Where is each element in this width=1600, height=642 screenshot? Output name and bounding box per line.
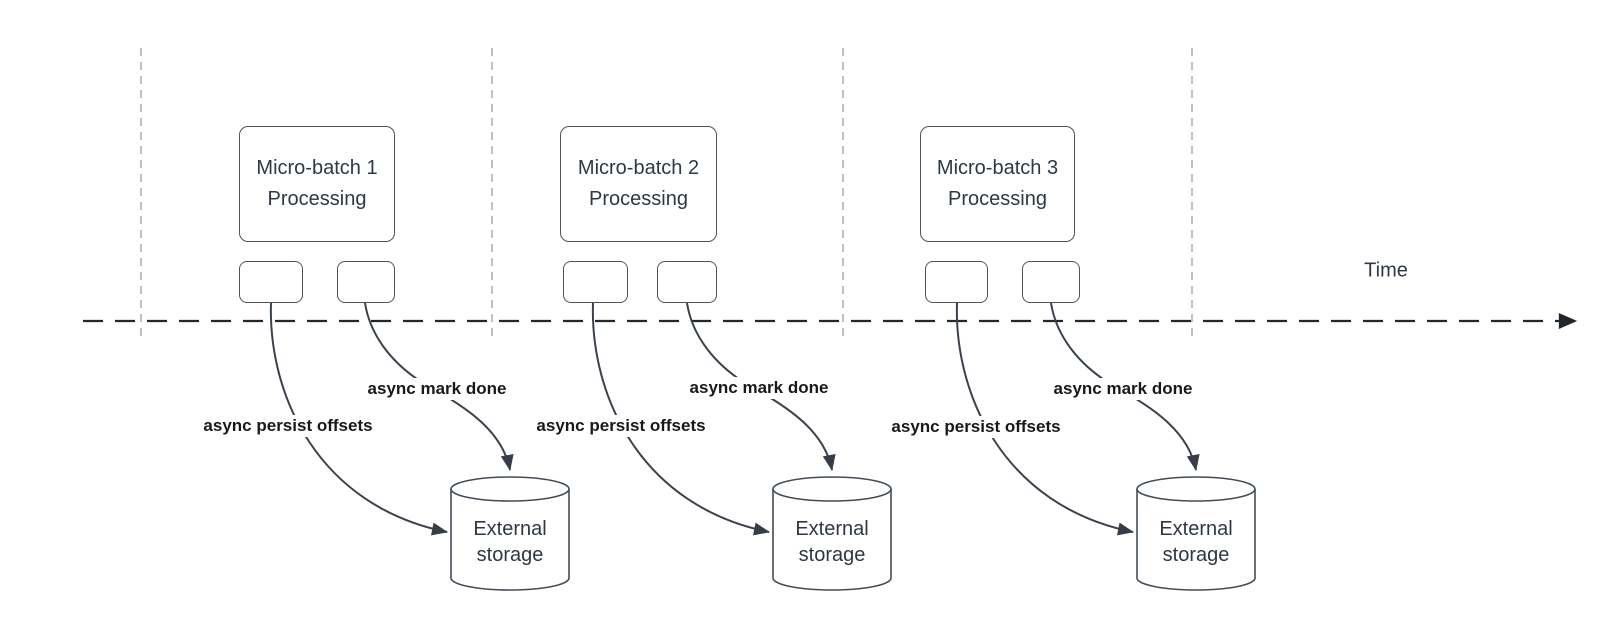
persist-offsets-label-3: async persist offsets [887, 416, 1065, 438]
storage-cylinder-body-2 [772, 489, 892, 591]
group-3-graphics [955, 302, 1256, 591]
done-task-box-3 [1022, 261, 1080, 303]
storage-cylinder-top-3 [1136, 476, 1256, 502]
persist-offsets-label-2: async persist offsets [532, 415, 710, 437]
done-task-box-1 [337, 261, 395, 303]
storage-cylinder-top-1 [450, 476, 570, 502]
persist-offsets-arrow-3 [955, 302, 1134, 536]
process-box-1: Micro-batch 1 Processing [239, 126, 395, 242]
persist-offsets-label-1: async persist offsets [199, 415, 377, 437]
done-task-box-2 [657, 261, 717, 303]
group-1-graphics [269, 302, 570, 591]
offset-task-box-3 [925, 261, 988, 303]
process-box-2: Micro-batch 2 Processing [560, 126, 717, 242]
process-box-2-label: Micro-batch 2 Processing [577, 157, 700, 210]
storage-cylinder-body-1 [450, 489, 570, 591]
storage-label-3: External storage [1159, 518, 1233, 566]
storage-label-1: External storage [473, 518, 547, 566]
mark-done-label-1: async mark done [363, 378, 511, 400]
persist-offsets-arrow-2 [591, 302, 770, 536]
storage-cylinder-body-3 [1136, 489, 1256, 591]
process-box-3: Micro-batch 3 Processing [920, 126, 1075, 242]
persist-offsets-arrow-1 [269, 302, 448, 536]
time-axis-label: Time [1364, 259, 1408, 282]
storage-label-2: External storage [795, 518, 869, 566]
storage-cylinder-top-2 [772, 476, 892, 502]
process-box-3-label: Micro-batch 3 Processing [936, 157, 1059, 210]
offset-task-box-2 [563, 261, 628, 303]
mark-done-label-3: async mark done [1049, 378, 1197, 400]
process-box-1-label: Micro-batch 1 Processing [256, 157, 378, 210]
offset-task-box-1 [239, 261, 303, 303]
mark-done-label-2: async mark done [685, 377, 833, 399]
